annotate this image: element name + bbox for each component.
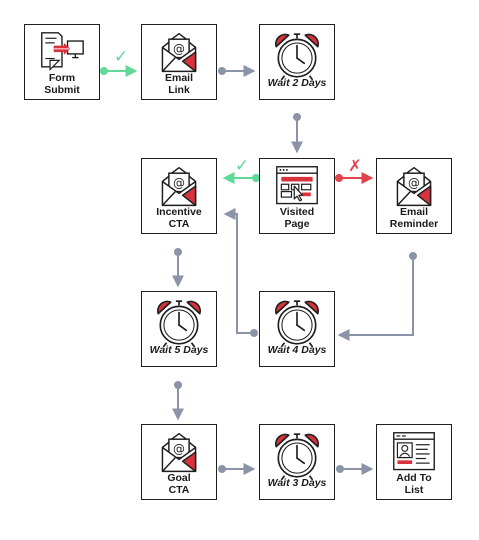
profile-card-icon [389,430,439,476]
alarm-clock-icon [271,297,323,349]
envelope-at-icon [389,164,439,210]
node-wait-4-days[interactable]: Wait 4 Days [259,291,335,367]
node-wait-2-days-label: Wait 2 Days [267,77,327,89]
no-cross-mark-visited: ✗ [348,156,361,175]
envelope-at-icon [154,30,204,76]
envelope-at-icon [154,430,204,476]
yes-check-mark-top: ✓ [114,47,128,67]
alarm-clock-icon [271,30,323,82]
webpage-cursor-icon [272,164,322,210]
edge-reminder-to-wait4 [337,252,417,341]
node-wait-5-days-label: Wait 5 Days [149,344,209,356]
form-to-screen-icon [36,30,88,76]
edge-wait4-to-incentive [223,208,258,337]
alarm-clock-icon [153,297,205,349]
node-wait-5-days[interactable]: Wait 5 Days [141,291,217,367]
node-wait-4-days-label: Wait 4 Days [267,344,327,356]
node-wait-3-days[interactable]: Wait 3 Days [259,424,335,500]
node-wait-3-days-label: Wait 3 Days [267,477,327,489]
envelope-at-icon [154,164,204,210]
node-wait-2-days[interactable]: Wait 2 Days [259,24,335,100]
alarm-clock-icon [271,430,323,482]
yes-check-mark-visited: ✓ [235,156,249,176]
